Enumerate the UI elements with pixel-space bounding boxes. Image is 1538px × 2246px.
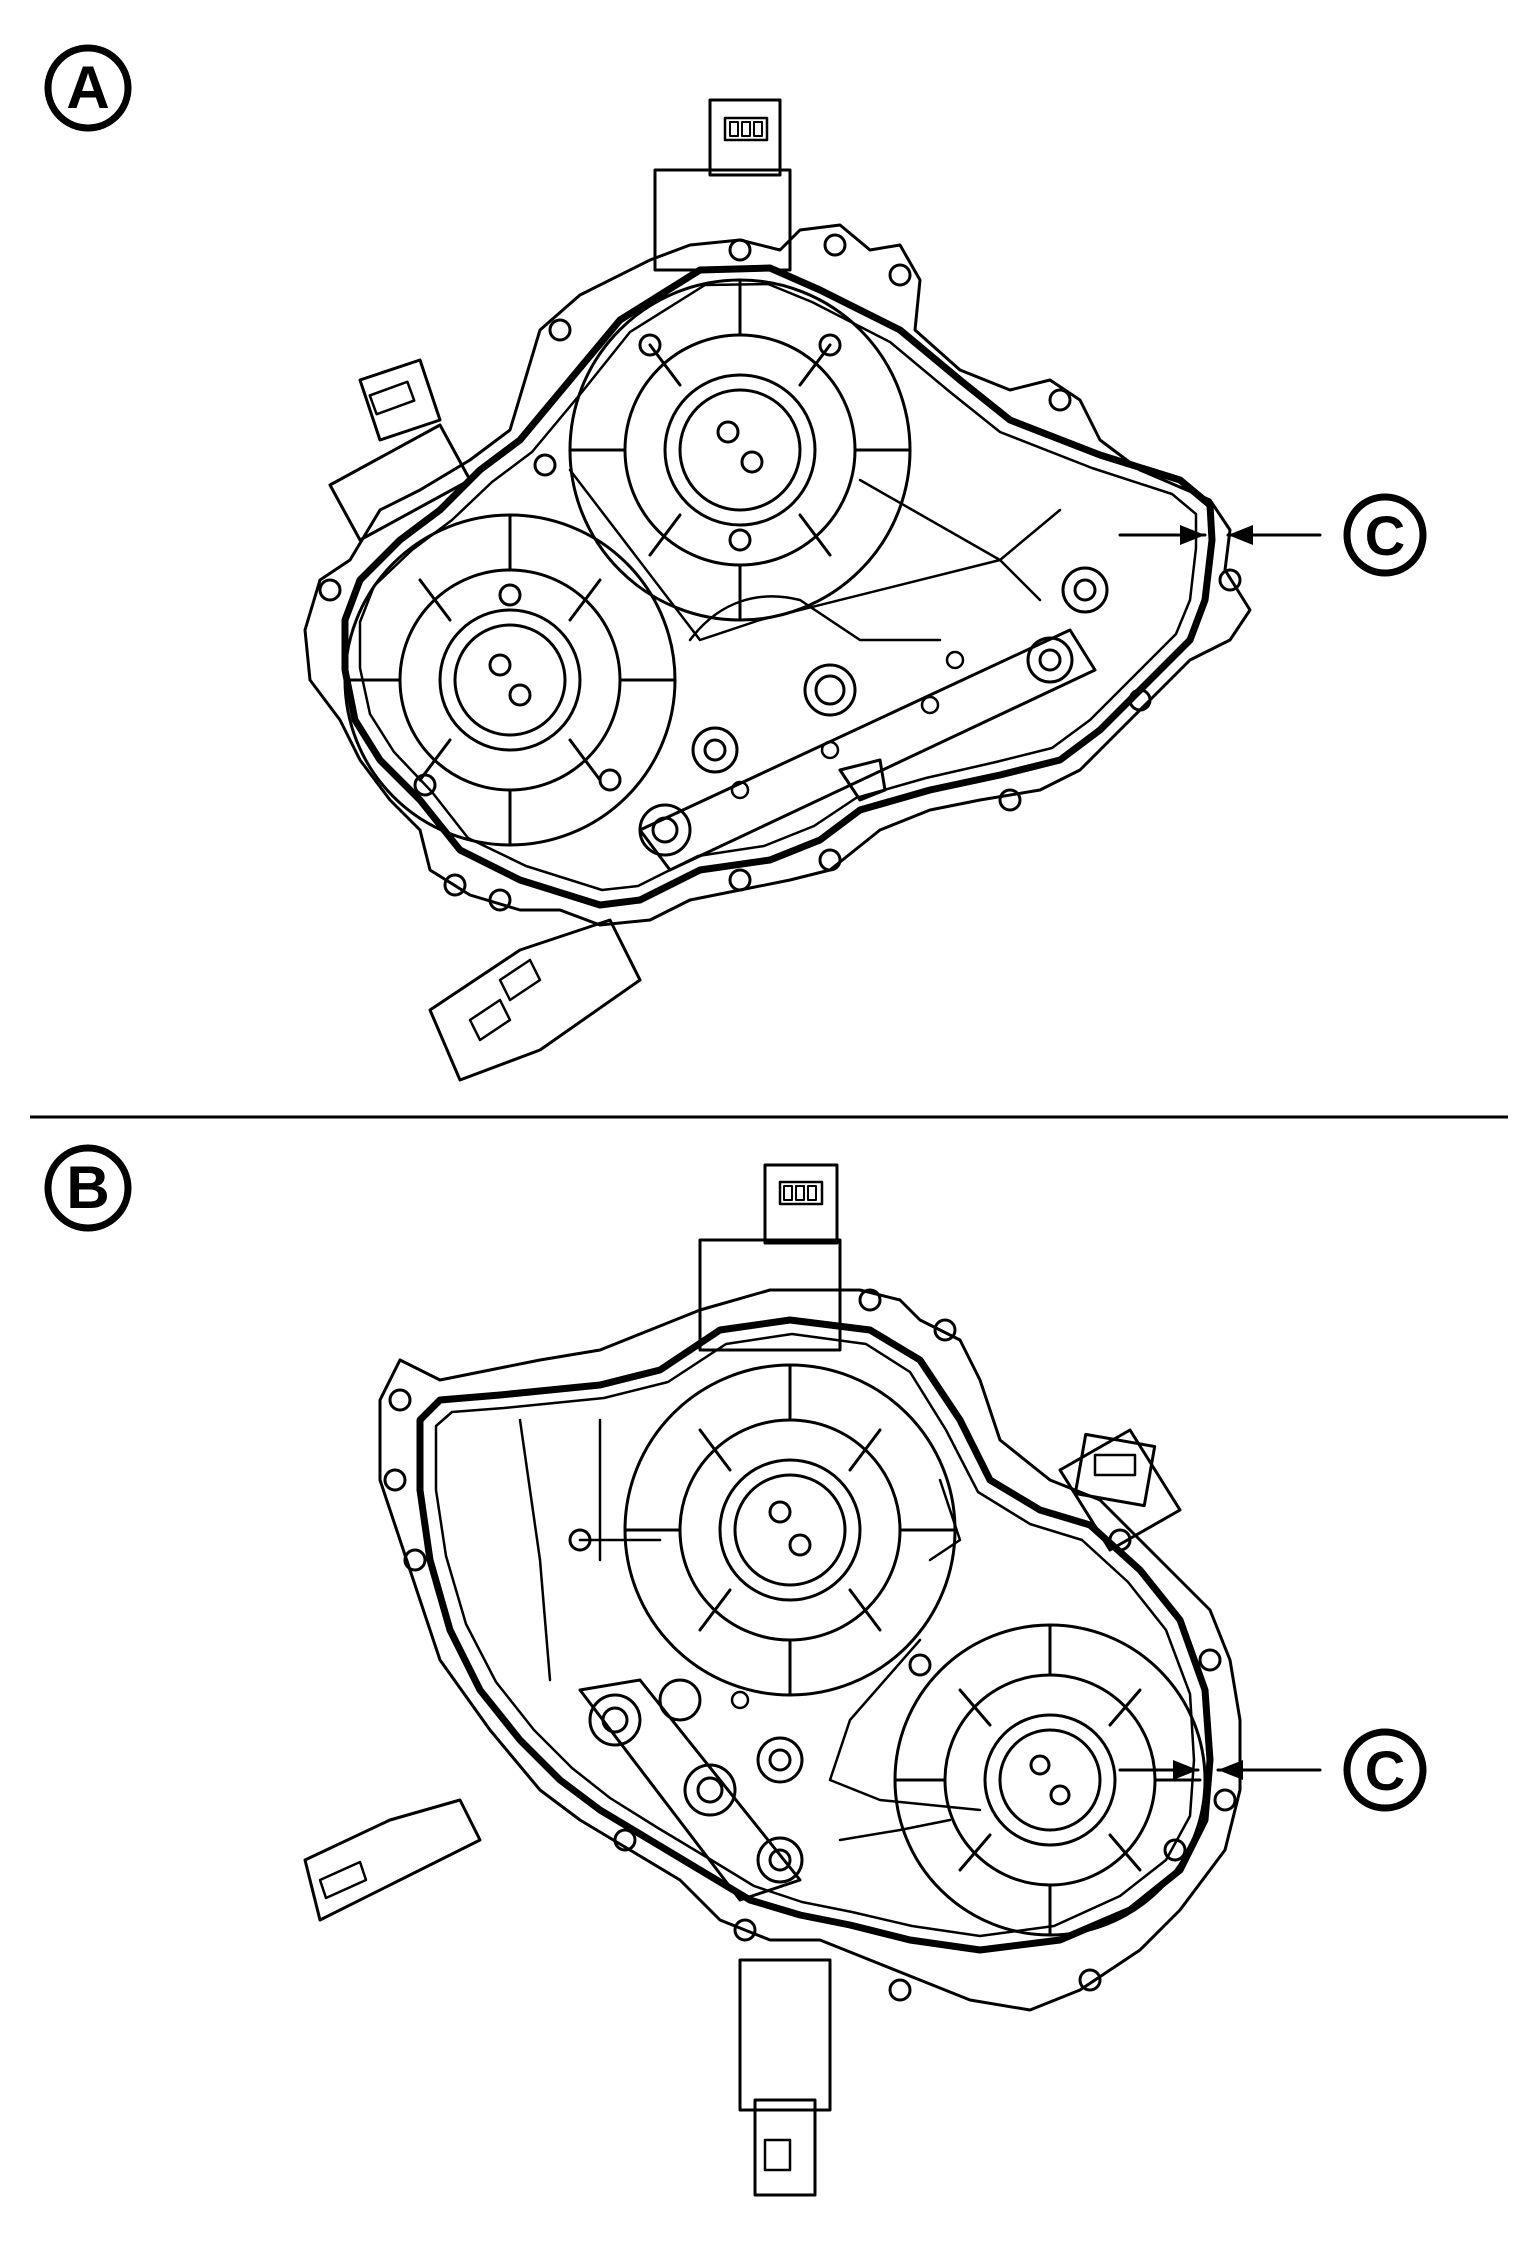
connector-top-a (653, 98, 792, 272)
flange-bolt-holes-a (318, 233, 1242, 912)
connector-bottom-b (738, 1958, 832, 2197)
linkage-arm-b (578, 1678, 804, 1902)
gear-lower-b (893, 1623, 1207, 1937)
connector-bottom-a (428, 918, 642, 1082)
panel-a-label: A (44, 44, 132, 132)
flange-bolt-holes-b (383, 1288, 1237, 2002)
panel-b-letter: B (66, 1154, 109, 1221)
gasket-inner-a (358, 282, 1198, 892)
linkage-arm-a (638, 566, 1109, 872)
gasket-inner-b (434, 1332, 1196, 1938)
gear-upper-b (568, 1363, 957, 1697)
internal-ribs-b (518, 1418, 982, 1842)
dimension-arrows-a (1118, 525, 1322, 545)
panel-a-letter: A (66, 54, 109, 121)
internal-ribs-a (568, 468, 1062, 642)
housing-b-outer (378, 1288, 1242, 2012)
callout-c-top: C (1343, 493, 1427, 577)
callout-c-bottom-letter: C (1365, 1739, 1405, 1802)
callout-c-bottom: C (1343, 1728, 1427, 1812)
panel-b: B (44, 1144, 1427, 2197)
gasket-bead-a (341, 264, 1216, 909)
dimension-arrows-b (1118, 1760, 1322, 1780)
gasket-bead-b (416, 1316, 1214, 1954)
panel-a: A (44, 44, 1427, 1082)
connector-top-b (698, 1163, 842, 1352)
connector-right-b (1058, 1428, 1182, 1552)
gear-upper-a (568, 278, 912, 622)
connector-left-a (328, 358, 472, 542)
connector-left-b (303, 1798, 482, 1922)
gear-lower-a (343, 513, 677, 847)
panel-b-label: B (44, 1144, 132, 1232)
callout-c-top-letter: C (1365, 504, 1405, 567)
housing-a-outer (303, 223, 1252, 927)
